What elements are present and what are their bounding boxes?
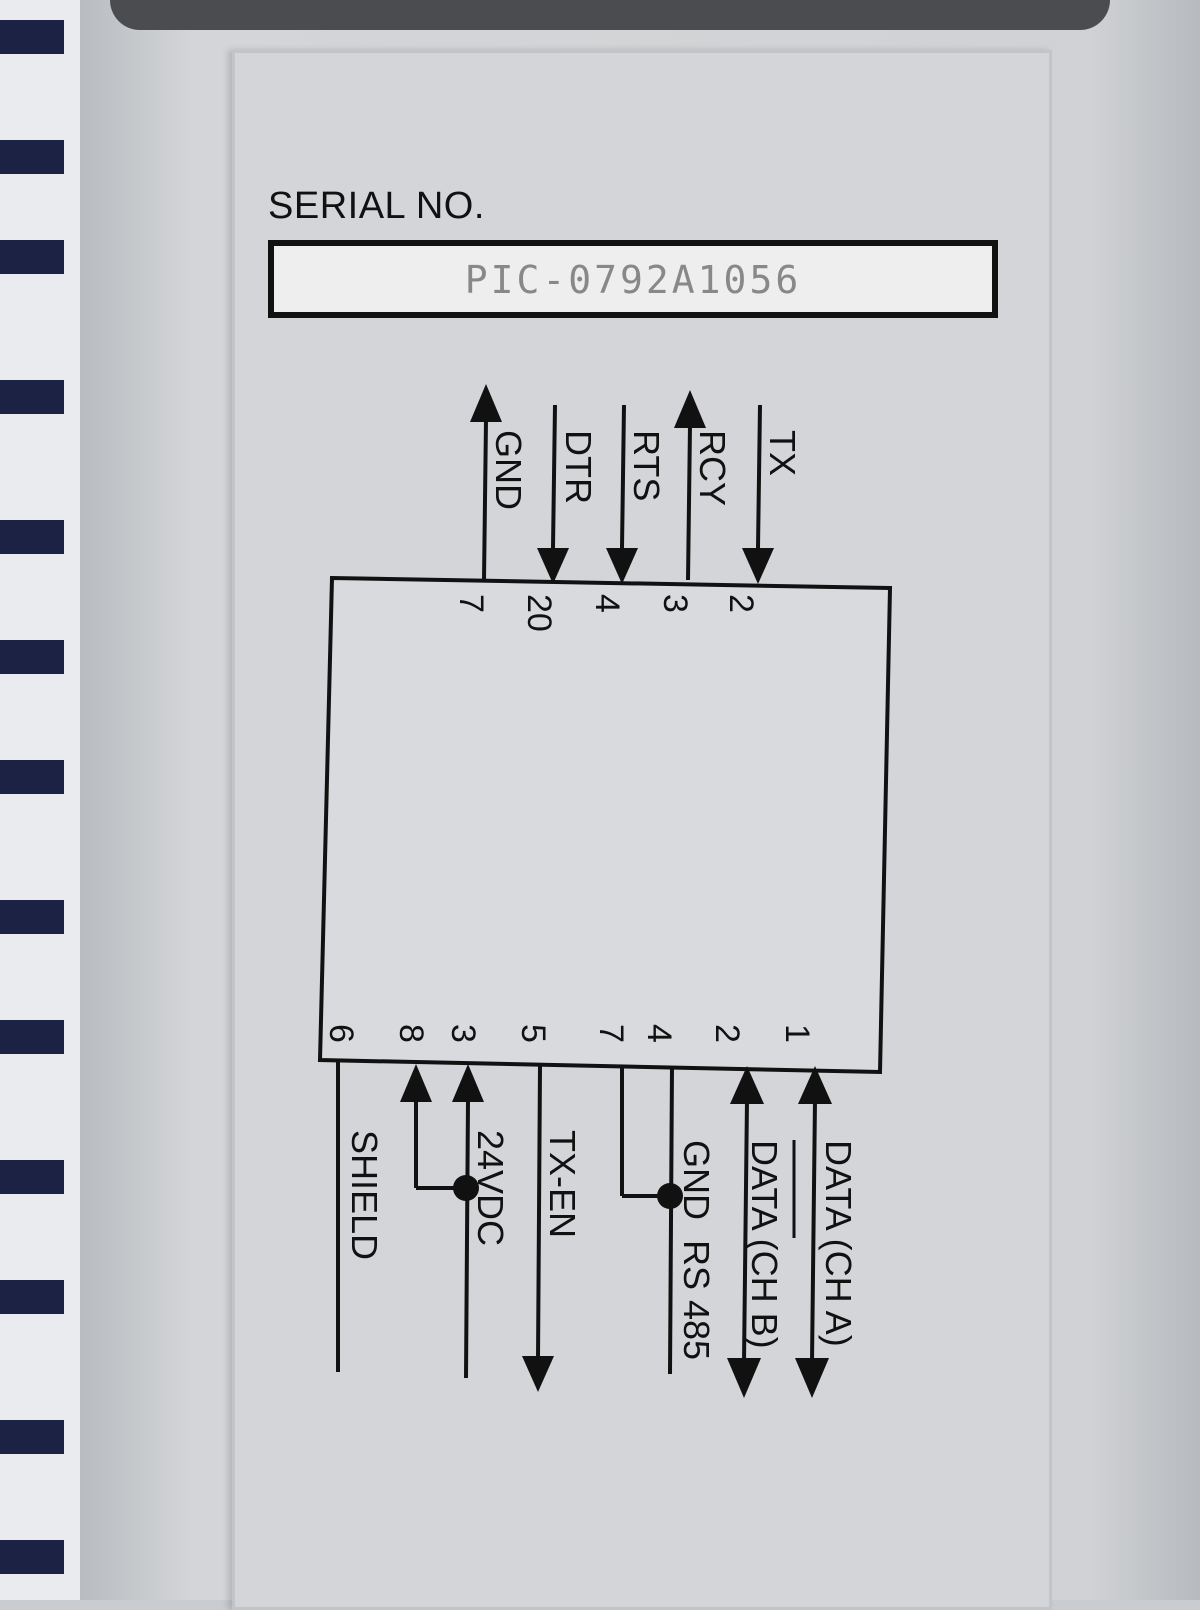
pin-top-4: 4 xyxy=(588,594,626,613)
signal-dtr xyxy=(537,404,569,584)
serial-box: PIC-0792A1056 xyxy=(268,240,998,318)
label-gnd-rs485: GND RS 485 xyxy=(676,1140,717,1360)
pin-top-7: 7 xyxy=(452,594,490,613)
pin-bottom-2: 2 xyxy=(708,1024,746,1043)
label-gnd: GND xyxy=(488,430,529,510)
serial-label: SERIAL NO. xyxy=(268,185,485,227)
label-data-ch-b: DATA (CH B) xyxy=(744,1140,785,1349)
pin-bottom-5: 5 xyxy=(514,1024,552,1043)
wire-tx-en xyxy=(522,1065,554,1392)
pin-bottom-4: 4 xyxy=(640,1024,678,1043)
wire-gnd-rs485 xyxy=(620,1065,683,1375)
wire-data-ch-a xyxy=(795,1066,832,1398)
label-tx: TX xyxy=(762,430,803,476)
label-24vdc: 24VDC xyxy=(470,1130,511,1246)
label-rcy: RCY xyxy=(692,430,733,506)
label-data-ch-a: DATA (CH A) xyxy=(818,1140,859,1347)
pin-top-2: 2 xyxy=(722,594,760,613)
label-dtr: DTR xyxy=(558,430,599,504)
top-clip xyxy=(110,0,1110,30)
pin-bottom-6: 6 xyxy=(322,1024,360,1043)
label-tx-en: TX-EN xyxy=(542,1130,583,1238)
wire-data-ch-b xyxy=(727,1066,764,1398)
pin-bottom-8: 8 xyxy=(392,1024,430,1043)
connector-block xyxy=(317,575,893,1075)
pin-bottom-7: 7 xyxy=(592,1024,630,1043)
pin-top-3: 3 xyxy=(656,594,694,613)
label-rts: RTS xyxy=(626,430,667,501)
label-shield: SHIELD xyxy=(344,1130,385,1260)
pin-bottom-1: 1 xyxy=(778,1024,816,1043)
pin-bottom-3: 3 xyxy=(444,1024,482,1043)
background-left-strip xyxy=(0,0,80,1600)
signal-gnd xyxy=(470,384,502,581)
pin-top-20: 20 xyxy=(520,594,558,632)
wire-24vdc xyxy=(400,1064,484,1379)
signal-rts xyxy=(606,404,638,584)
serial-value: PIC-0792A1056 xyxy=(464,258,802,302)
signal-rcy xyxy=(674,390,706,581)
signal-tx xyxy=(742,404,774,584)
